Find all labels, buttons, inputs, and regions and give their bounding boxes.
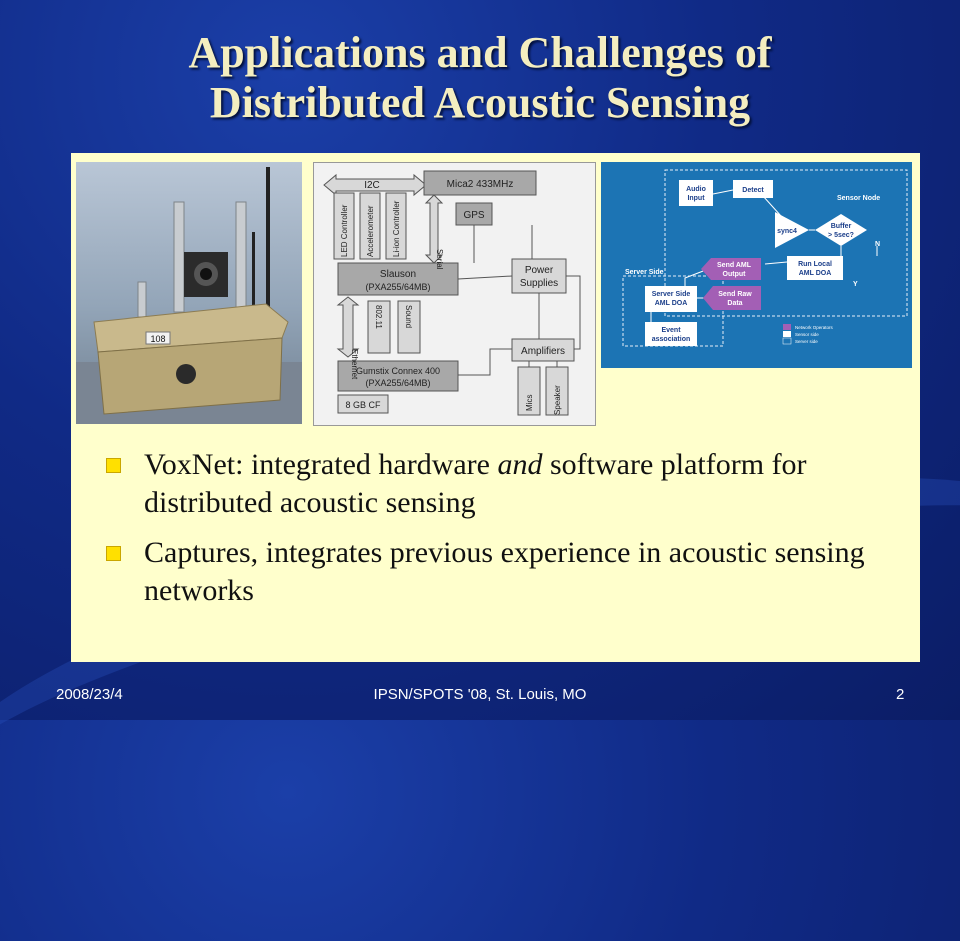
run-local-aml-label: AML DOA — [799, 270, 832, 277]
bullet-item-voxnet: VoxNet: integrated hardware and software… — [104, 446, 904, 522]
supplies-label: Supplies — [520, 278, 558, 289]
footer-date: 2008/23/4 — [56, 686, 123, 703]
bullet-square-icon — [106, 546, 121, 561]
sync-label: sync4 — [777, 228, 797, 235]
amplifiers-label: Amplifiers — [521, 346, 565, 357]
buffer-condition-label: > 5sec? — [828, 232, 854, 239]
association-label: association — [652, 336, 691, 343]
audio-label: Audio — [686, 186, 706, 193]
detect-box — [733, 180, 773, 198]
send-raw-data-label: Data — [727, 300, 742, 307]
legend-network-operators: Network Operators — [795, 325, 834, 330]
event-association-box — [645, 322, 697, 346]
mics-label: Mics — [525, 395, 534, 411]
send-aml-output-box — [701, 258, 761, 280]
liion-controller-label: Li-ion Controller — [392, 200, 401, 257]
sensor-node-region — [664, 169, 908, 317]
i2c-label: I2C — [364, 180, 380, 191]
title-line-2: Distributed Acoustic Sensing — [209, 78, 751, 127]
legend-swatch-1 — [783, 324, 791, 330]
server-side-label: Server Side — [625, 269, 664, 276]
send-raw-label: Send Raw — [718, 291, 752, 298]
server-side-aml-label-2: AML DOA — [655, 300, 688, 307]
accelerometer-label: Accelerometer — [366, 205, 375, 257]
title-line-1: Applications and Challenges of — [188, 28, 772, 77]
footer-venue: IPSN/SPOTS '08, St. Louis, MO — [373, 686, 587, 703]
legend-server-side: Server side — [795, 339, 818, 344]
no-branch-label: N — [875, 241, 880, 248]
audio-input-box — [679, 180, 713, 206]
wifi-label: 802.11 — [374, 305, 383, 329]
gps-label: GPS — [463, 210, 484, 221]
send-aml-output-label: Output — [723, 271, 747, 278]
slide-title: Applications and Challenges of Distribut… — [0, 28, 960, 128]
buffer-label: Buffer — [831, 223, 852, 230]
run-local-label: Run Local — [798, 261, 832, 268]
voxnet-node-illustration: 108 — [76, 167, 302, 424]
slauson-label: Slauson — [380, 269, 416, 280]
bullet-list: VoxNet: integrated hardware and software… — [104, 446, 904, 622]
node-id-tag: 108 — [150, 334, 165, 344]
bullet-1-text-end: software platform for distributed acoust… — [144, 448, 807, 519]
gumstix-label: Gumstix Connex 400 — [356, 366, 440, 376]
run-local-aml-box — [787, 256, 843, 280]
bullet-1-emphasis: and — [497, 448, 543, 481]
legend-sensor-side: Sensor side — [795, 332, 819, 337]
ethernet-label: Ethernet — [350, 349, 359, 380]
sync-triangle — [775, 212, 809, 248]
server-side-aml-box — [645, 286, 697, 312]
gumstix-spec-label: (PXA255/64MB) — [365, 378, 430, 388]
bullet-item-captures: Captures, integrates previous experience… — [104, 534, 904, 610]
buffer-decision — [815, 214, 867, 246]
server-side-aml-label-1: Server Side — [652, 291, 691, 298]
send-aml-label: Send AML — [717, 262, 752, 269]
input-label: Input — [687, 195, 705, 202]
bullet-2-text: Captures, integrates previous experience… — [144, 536, 865, 607]
software-flow-diagram: Audio Input Detect sync4 Buffer > 5sec? … — [601, 162, 912, 368]
sensor-node-label: Sensor Node — [837, 195, 880, 202]
send-raw-data-box — [703, 286, 761, 310]
bullet-square-icon — [106, 458, 121, 473]
legend-swatch-2 — [783, 331, 791, 337]
speaker-label: Speaker — [553, 385, 562, 415]
bullet-1-text: VoxNet: integrated hardware — [144, 448, 498, 481]
slauson-spec-label: (PXA255/64MB) — [365, 282, 430, 292]
serial-label: Serial — [435, 249, 444, 270]
event-label: Event — [661, 327, 681, 334]
voxnet-node-photo: 108 — [76, 162, 302, 424]
mica2-label: Mica2 433MHz — [447, 179, 514, 190]
detect-label: Detect — [742, 187, 764, 194]
footer-page-number: 2 — [896, 686, 905, 703]
hardware-block-diagram: I2C Mica2 433MHz GPS Slauson (PXA255/64M… — [313, 162, 596, 426]
yes-branch-label: Y — [853, 281, 858, 288]
led-controller-label: LED Controller — [340, 204, 349, 257]
cf-label: 8 GB CF — [345, 400, 381, 410]
legend-swatch-3 — [782, 337, 792, 345]
sound-label: Sound — [404, 305, 413, 328]
power-label: Power — [525, 265, 554, 276]
